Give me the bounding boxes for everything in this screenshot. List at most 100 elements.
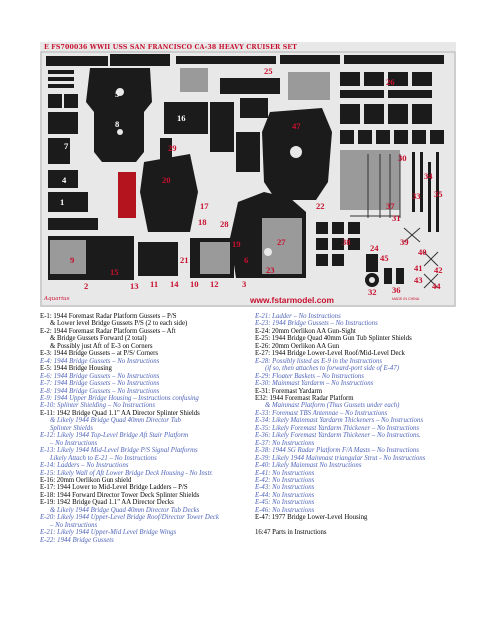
part-number: 23 [266, 265, 275, 275]
part-number: 36 [392, 285, 401, 295]
parts-list-line: E-6: 1944 Bridge Gussets – No Instructio… [40, 372, 160, 380]
parts-list-line: E-22: 1944 Bridge Gussets [40, 536, 114, 544]
parts-list-line: E-36: Likely Foremast Yardarm Thickener … [255, 432, 421, 440]
part-number: 3 [242, 279, 247, 289]
parts-list-line: E-24: 20mm Oerlikon AA Gun-Sight [255, 327, 356, 335]
parts-list-line: E-7: 1944 Bridge Gussets – No Instructio… [40, 380, 160, 388]
parts-list-line: E-16: 20mm Oerlikon Gun shield [40, 476, 132, 484]
part-number: 27 [277, 237, 286, 247]
parts-list-line: E-8: 1944 Bridge Gussets – No Instructio… [40, 387, 160, 395]
parts-list-line: E-37: No Instructions [255, 439, 315, 447]
parts-list-line: E-20: Likely 1944 Upper-Level Bridge Roo… [40, 514, 219, 522]
parts-list-line: E-43: No Instructions [255, 484, 315, 492]
parts-list-line: E-46: No Instructions [255, 506, 315, 514]
parts-list-line: E-3: 1944 Bridge Gussets – at P/S/ Corne… [40, 350, 158, 358]
parts-list-line: & Possibly just Aft of E-3 on Corners [50, 342, 153, 350]
parts-list-line [255, 522, 460, 529]
part-number: 2 [84, 281, 89, 291]
parts-list-line: E-45: No Instructions [255, 499, 315, 507]
parts-list-line: E-11: 1942 Bridge Quad 1.1" AA Director … [40, 409, 200, 417]
part-number: 37 [386, 201, 395, 211]
part-number: 14 [170, 279, 179, 289]
parts-list-line: & Lower level Bridge Gussets P/S (2 to e… [50, 320, 188, 328]
part-number: 41 [414, 263, 423, 273]
parts-list-line: E-40: Likely Mainmast No Instructions [255, 462, 362, 470]
part-number: 42 [434, 265, 443, 275]
sheet-title: E FS700036 WWII USS SAN FRANCISCO CA-38 … [44, 44, 298, 51]
parts-list-line: E-27: 1944 Bridge Lower-Level Roof/Mid-L… [255, 350, 405, 358]
parts-list-line: E-28: Possibly listed as E-9 in the Inst… [255, 357, 383, 365]
part-number: 6 [244, 255, 249, 265]
part-number: 26 [386, 77, 395, 87]
parts-list-line: E-34: Likely Mainmast Yardarm Thickeners… [255, 417, 424, 425]
part-number: 12 [210, 279, 219, 289]
part-number: 43 [414, 275, 423, 285]
made-in-label: MADE IN CHINA [392, 297, 420, 301]
part-number: 29 [168, 143, 177, 153]
part-number: 7 [64, 141, 69, 151]
part-number: 35 [434, 189, 443, 199]
part-number: 4 [62, 175, 67, 185]
photo-etch-sheet: E FS700036 WWII USS SAN FRANCISCO CA-38 … [40, 42, 456, 307]
parts-list-line: Splinter Shields [50, 424, 93, 432]
parts-list-line: E-9: 1944 Upper Bridge Housing – Instruc… [40, 394, 199, 402]
parts-list-line: & Bridge Gussets Forward (2 total) [50, 335, 147, 343]
part-number: 17 [200, 201, 209, 211]
parts-list-left: E-1: 1944 Foremast Radar Platform Gusset… [40, 313, 255, 544]
parts-list-line: – No Instructions [50, 439, 98, 447]
part-number: 34 [424, 171, 433, 181]
parts-list-line: E-14: Ladders – No Instructions [40, 462, 129, 470]
parts-list-line: Likely Attach to E-21 – No Instructions [50, 454, 157, 462]
part-number: 13 [130, 281, 139, 291]
parts-list-line: E-21: Likely 1944 Upper-Mid Level Bridge… [40, 529, 177, 537]
parts-list-line: E-19: 1942 Bridge Quad 1.1" AA Director … [40, 499, 174, 507]
parts-list-line: E-10: Splinter Shielding – No Instructio… [40, 402, 155, 410]
parts-list-line: E-39: Likely 1944 Mainmast triangular St… [255, 454, 426, 462]
parts-list-line: 16:47 Parts in Instructions [255, 529, 327, 537]
parts-list-line: & Likely 1944 Bridge Quad 40mm Director … [50, 417, 181, 425]
parts-list-line: E-47: 1977 Bridge Lower-Level Housing [255, 514, 368, 522]
part-number: 20 [162, 175, 171, 185]
part-number: 33 [412, 191, 421, 201]
parts-list-line: E-13: Likely 1944 Mid-Level Bridge P/S S… [40, 447, 198, 455]
part-number: 19 [232, 239, 241, 249]
part-number: 32 [368, 287, 377, 297]
part-number: 28 [220, 219, 229, 229]
parts-list-line: E-38: 1944 SG Radar Platform F/A Masts –… [255, 447, 419, 455]
parts-list-line: & Mainmast Platform (Thus Gussets under … [265, 402, 400, 410]
parts-list-line: E-17: 1944 Lower to Mid-Level Bridge Lad… [40, 484, 188, 492]
part-number: 1 [60, 197, 65, 207]
part-number: 45 [380, 253, 389, 263]
manufacturer-label: Aquarius [44, 296, 70, 302]
part-number: 25 [264, 66, 273, 76]
parts-list-line: E-42: No Instructions [255, 476, 315, 484]
parts-list-line: E-33: Foremast TBS Antennae – No Instruc… [255, 409, 388, 417]
part-number: 15 [110, 267, 119, 277]
part-number: 16 [177, 113, 186, 123]
part-number: 30 [398, 153, 407, 163]
part-number: 24 [370, 243, 379, 253]
parts-list-line: E-4: 1944 Bridge Gussets – No Instructio… [40, 357, 160, 365]
parts-list-line: E-1: 1944 Foremast Radar Platform Gusset… [40, 313, 177, 320]
part-number: 8 [115, 119, 120, 129]
parts-list-line: (if so, then attaches to forward-port si… [265, 365, 399, 373]
part-number: 21 [180, 255, 189, 265]
parts-list-line: E-41: No Instructions [255, 469, 315, 477]
parts-list-line: E-21: Ladder – No Instructions [255, 313, 341, 320]
parts-list-line: E-12: Likely 1944 Top-Level Bridge Aft S… [40, 432, 189, 440]
parts-list-line: E-23: 1944 Bridge Gussets – No Instructi… [255, 320, 378, 328]
part-number: 47 [292, 121, 301, 131]
parts-list-line: E-44: No Instructions [255, 491, 315, 499]
parts-list-line: E-25: 1944 Bridge Quad 40mm Gun Tub Spli… [255, 335, 412, 343]
website-url: www.fstarmodel.com [250, 295, 334, 305]
parts-list-line: – No Instructions [50, 521, 98, 529]
part-number: 44 [432, 281, 441, 291]
parts-list-line: E-26: 20mm Oerlikon AA Gun [255, 342, 340, 350]
parts-list-line: E-2: 1944 Foremast Radar Platform Gusset… [40, 327, 176, 335]
parts-list-line: E-35: Likely Foremast Yardarm Thickener … [255, 424, 420, 432]
etch-sheet-artwork [40, 51, 456, 307]
part-number: 40 [418, 247, 427, 257]
parts-list-line: E-31: Foremast Yardarm [255, 387, 323, 395]
part-number: 5 [115, 89, 120, 99]
